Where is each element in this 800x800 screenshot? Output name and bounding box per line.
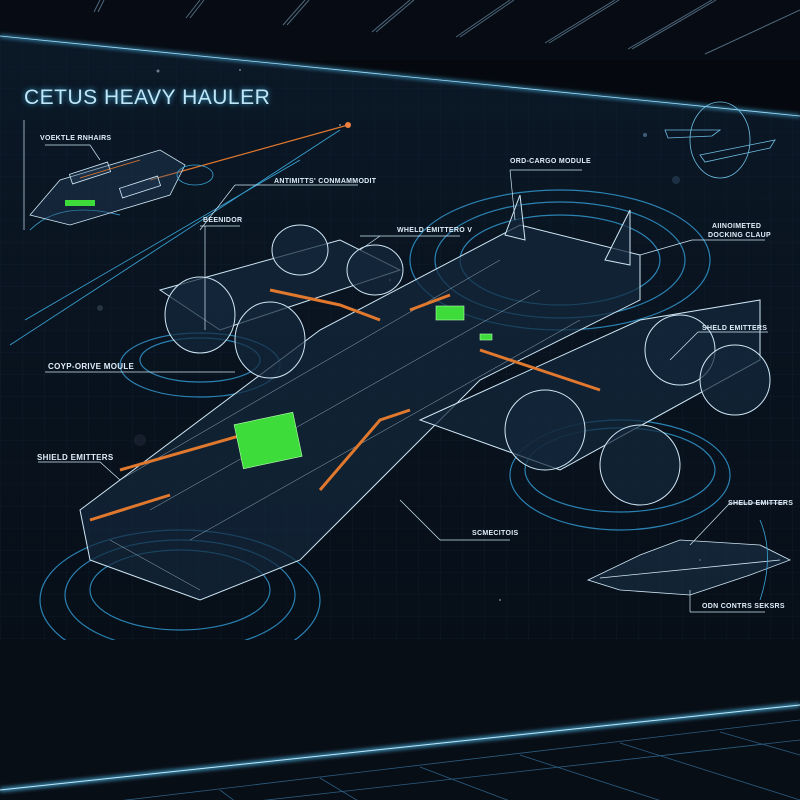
escort-fighters-diagram: [664, 101, 776, 179]
callout-lines: [23, 120, 785, 613]
reactor-modules: [233, 305, 493, 470]
page-title: CETUS HEAVY HAULER: [24, 86, 271, 109]
label-antimatter-containment: ANTIMITTS' CONMAMMODIT: [274, 178, 377, 185]
mini-hauler-diagram: [29, 149, 214, 226]
label-reactor: BEENIDOR: [203, 217, 243, 224]
label-docking-clamp-line2: DOCKING CLAUP: [708, 232, 772, 239]
trajectory-lines: [9, 122, 351, 346]
label-shield-emitters-left: SHIELD EMITTERS: [37, 453, 114, 462]
label-vehicle-thrusters: VOEKTLE RNHAIRS: [40, 135, 112, 142]
label-cryo-drive-module: COYP-ORIVE MOULE: [48, 362, 135, 371]
label-shield-emitters-top: WHELD EMITTERO V: [397, 227, 473, 234]
label-shield-emitters-bottom-right: SHELD EMITTERS: [728, 500, 794, 507]
ceiling-stripes: [93, 0, 800, 55]
label-docking-clamp-line1: AIINOIMETED: [712, 223, 762, 230]
label-cargo-module: ORD-CARGO MODULE: [510, 158, 592, 165]
floor-grid: [0, 640, 800, 800]
main-hauler-wireframe: [79, 194, 771, 601]
label-sensors: SCMECITOIS: [472, 530, 519, 537]
sensor-pod-diagram: [586, 519, 791, 601]
label-comms-sensors: ODN CONTRS SEKSRS: [702, 603, 785, 610]
label-shield-emitters-right: SHELD EMITTERS: [702, 325, 768, 332]
